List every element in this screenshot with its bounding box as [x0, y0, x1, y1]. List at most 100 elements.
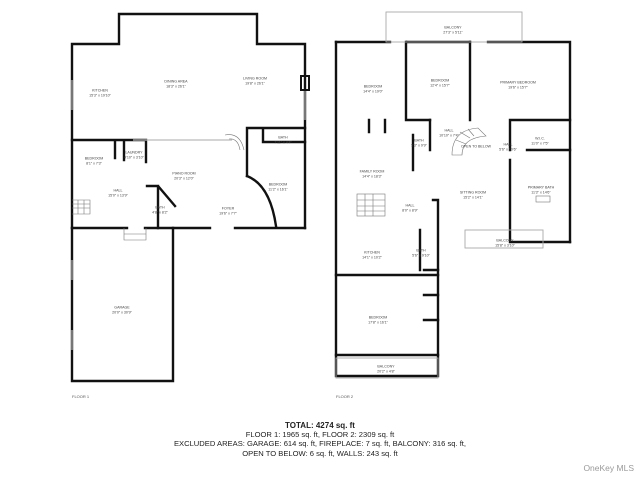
room-name: KITCHEN — [364, 250, 380, 255]
room-dimensions: 19'6" x 7'7" — [219, 211, 237, 215]
room-name: BEDROOM — [268, 182, 288, 187]
room-name: LAUNDRY — [125, 150, 143, 155]
room-name: BEDROOM — [363, 84, 383, 89]
excluded-areas-continued: OPEN TO BELOW: 6 sq. ft, WALLS: 243 sq. … — [242, 448, 398, 458]
room-dimensions: 20'2" x 4'8" — [377, 369, 395, 373]
room-dimensions: 15'8" x 3'10" — [495, 243, 515, 247]
room-dimensions: 14'4" x 19'0" — [363, 89, 383, 93]
room-dimensions: 15'2" x 14'1" — [463, 195, 483, 199]
floor-areas: FLOOR 1: 1965 sq. ft, FLOOR 2: 2309 sq. … — [245, 430, 395, 440]
room-dimensions: 5'3" x 9'9" — [411, 143, 427, 147]
room-dimensions: 19'6" x 15'7" — [508, 85, 528, 89]
room-name: FOYER — [221, 206, 235, 211]
room-dimensions: 4'10" x 3'10" — [124, 155, 144, 159]
room-dimensions: 17'8" x 16'1" — [368, 320, 388, 324]
room-dimensions: 5'6" x 9'10" — [412, 253, 430, 257]
room-name: W.I.C. — [535, 136, 545, 141]
room-dimensions: 4'8" x 8'2" — [152, 210, 168, 214]
room-name: PIANO ROOM — [172, 171, 196, 176]
room-dimensions: 11'2" x 16'1" — [268, 187, 288, 191]
room-dimensions: 15'0" x 13'9" — [108, 193, 128, 197]
floor-1-label: FLOOR 1 — [72, 394, 90, 399]
floor-2-balconies — [335, 11, 544, 379]
room-dimensions: 12'4" x 15'7" — [430, 83, 450, 87]
room-name: PRIMARY BATH — [527, 185, 555, 190]
room-name: DINING AREA — [164, 79, 188, 84]
room-dimensions: 5'6" x 10'6" — [499, 147, 517, 151]
room-name: BEDROOM — [84, 156, 104, 161]
fireplace-icon — [300, 75, 310, 91]
room-name: LIVING ROOM — [243, 76, 267, 81]
watermark: OneKey MLS — [583, 463, 634, 473]
room-dimensions: 15'3" x 19'10" — [89, 93, 111, 97]
room-name: GARAGE — [114, 305, 130, 310]
room-walk-in-closet: W.I.C.11'0" x 7'5" — [531, 136, 548, 145]
floor-1-walls — [70, 12, 307, 383]
room-dimensions: 14'1" x 10'2" — [362, 255, 382, 259]
room-name: HALL — [503, 142, 513, 147]
room-name: HALL — [113, 188, 123, 193]
room-dimensions: 18'3" x 26'1" — [166, 84, 186, 88]
room-name: OPEN TO BELOW — [460, 144, 492, 149]
room-dimensions: 14'4" x 18'3" — [362, 174, 382, 178]
room-name: HALL — [444, 128, 454, 133]
room-name: PRIMARY BEDROOM — [500, 80, 536, 85]
room-dimensions: 8'1" x 7'3" — [86, 161, 102, 165]
area-summary: TOTAL: 4274 sq. ft FLOOR 1: 1965 sq. ft,… — [0, 421, 640, 458]
room-dimensions: 11'3" x 14'6" — [531, 190, 551, 194]
room-name: BALCONY — [496, 238, 514, 243]
room-dimensions: 11'0" x 7'5" — [531, 141, 549, 145]
room-dimensions: 20'0" x 30'9" — [112, 310, 132, 314]
room-dimensions: 10'10" x 7'4" — [439, 133, 459, 137]
room-name: FAMILY ROOM — [359, 169, 385, 174]
total-area: TOTAL: 4274 sq. ft — [285, 421, 355, 430]
room-dimensions: 27'3" x 5'11" — [443, 30, 463, 34]
room-name: SITTING ROOM — [459, 190, 487, 195]
floor-1-windows — [71, 80, 306, 350]
floor-2-stairs — [356, 127, 551, 217]
floor-1-stairs — [72, 134, 245, 241]
room-dimensions: 19'8" x 26'1" — [245, 81, 265, 85]
room-name: BEDROOM — [368, 315, 388, 320]
room-name: BALCONY — [444, 25, 462, 30]
room-dimensions: 8'0" x 8'9" — [402, 208, 418, 212]
open-to-below-label: OPEN TO BELOW — [461, 145, 491, 150]
room-name: BATH — [278, 135, 288, 140]
room-dimensions: 7'11" x 4'4" — [274, 140, 292, 144]
excluded-areas: EXCLUDED AREAS: GARAGE: 614 sq. ft, FIRE… — [173, 439, 467, 449]
room-name: HALL — [405, 203, 415, 208]
room-name: BATH — [155, 205, 165, 210]
room-name: BALCONY — [377, 364, 395, 369]
room-name: BATH — [414, 138, 424, 143]
room-name: KITCHEN — [92, 88, 108, 93]
room-dimensions: 20'3" x 12'0" — [174, 176, 194, 180]
floor-2-label: FLOOR 2 — [336, 394, 354, 399]
